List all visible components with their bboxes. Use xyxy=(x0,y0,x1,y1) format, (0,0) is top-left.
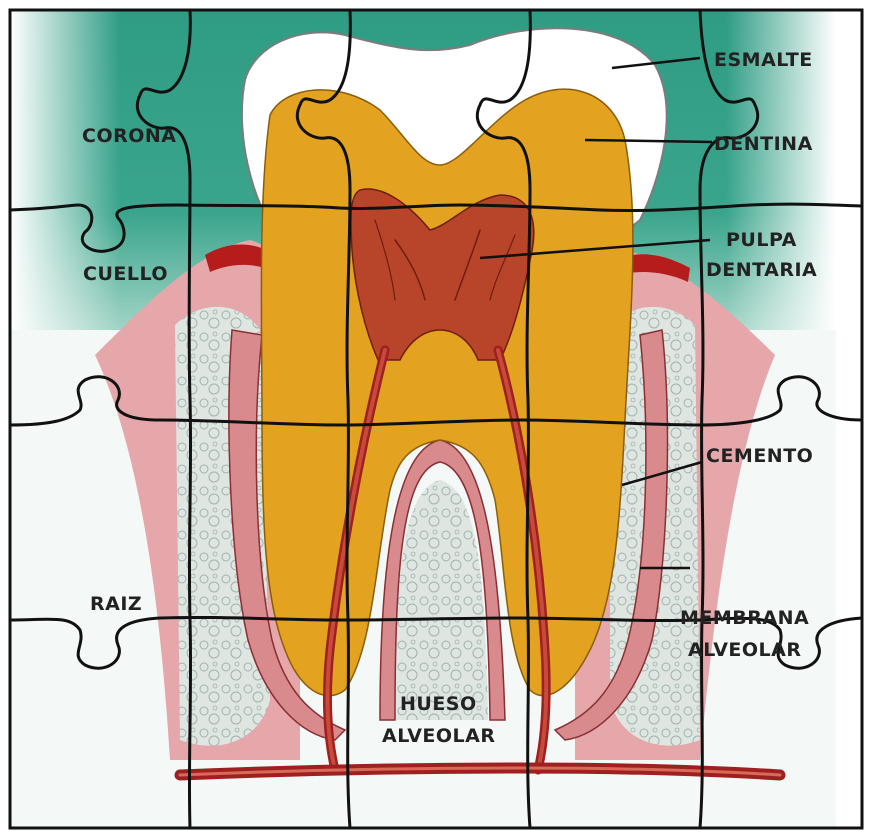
label-dentina: DENTINA xyxy=(714,133,813,155)
label-dentaria: DENTARIA xyxy=(706,259,817,281)
label-esmalte: ESMALTE xyxy=(714,49,813,71)
label-membrana: MEMBRANA xyxy=(680,607,809,629)
label-cemento: CEMENTO xyxy=(706,445,813,467)
label-raiz: RAIZ xyxy=(90,593,142,615)
label-cuello: CUELLO xyxy=(83,263,168,285)
label-membrana-alveolar: ALVEOLAR xyxy=(688,639,801,661)
label-pulpa: PULPA xyxy=(726,229,797,251)
label-hueso-alveolar: ALVEOLAR xyxy=(382,725,495,747)
label-corona: CORONA xyxy=(82,125,176,147)
label-hueso: HUESO xyxy=(400,693,477,715)
